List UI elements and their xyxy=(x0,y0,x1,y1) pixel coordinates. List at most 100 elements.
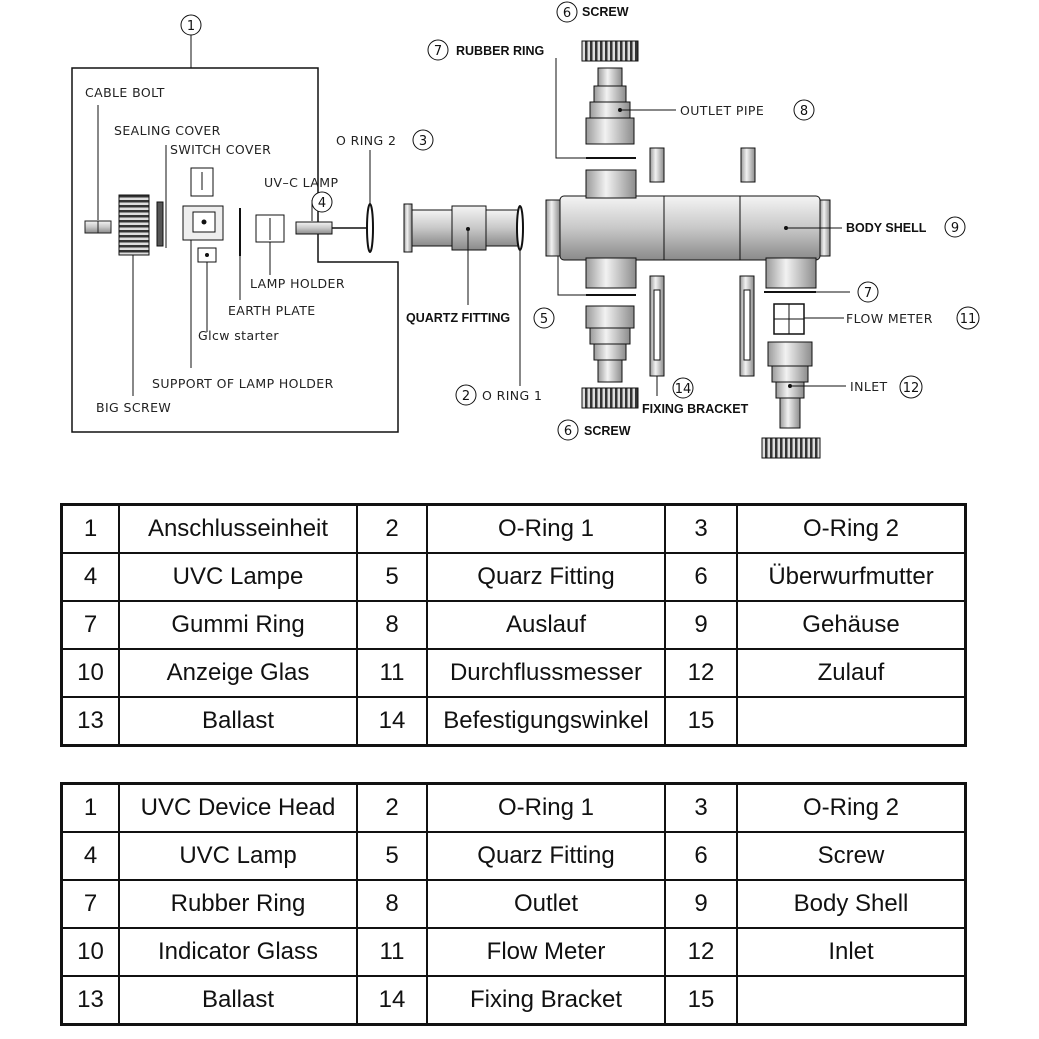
label-o-ring-1: O RING 1 xyxy=(482,388,542,403)
part-number-cell: 8 xyxy=(356,879,428,929)
part-number-cell: 1 xyxy=(60,782,120,833)
part-name-cell: Flow Meter xyxy=(426,927,666,977)
part-number-cell: 7 xyxy=(60,879,120,929)
part-name-cell: Screw xyxy=(736,831,967,881)
part-number-cell: 7 xyxy=(60,600,120,650)
part-number-cell: 13 xyxy=(60,696,120,747)
callout-1: 1 xyxy=(180,14,202,36)
label-fixing-bracket: FIXING BRACKET xyxy=(642,402,749,416)
label-quartz-fitting: QUARTZ FITTING xyxy=(406,311,510,325)
part-name-cell: Auslauf xyxy=(426,600,666,650)
svg-text:3: 3 xyxy=(419,134,427,149)
part-name-cell: Rubber Ring xyxy=(118,879,358,929)
svg-text:4: 4 xyxy=(318,196,326,211)
svg-text:1: 1 xyxy=(187,19,195,34)
callout-5: 5 xyxy=(533,307,555,329)
part-name-cell: Body Shell xyxy=(736,879,967,929)
part-name-cell: Ballast xyxy=(118,975,358,1026)
indicator-glass-part xyxy=(649,147,756,183)
part-number-cell: 4 xyxy=(60,831,120,881)
part-number-cell: 2 xyxy=(356,503,428,554)
part-number-cell: 15 xyxy=(664,975,738,1026)
part-name-cell: Anzeige Glas xyxy=(118,648,358,698)
callout-6-bottom: 6 xyxy=(557,419,579,441)
label-support-lamp-holder: SUPPORT OF LAMP HOLDER xyxy=(152,376,334,391)
part-name-cell: Fixing Bracket xyxy=(426,975,666,1026)
lower-fitting-part xyxy=(581,305,639,409)
part-number-cell: 1 xyxy=(60,503,120,554)
label-cable-bolt: CABLE BOLT xyxy=(85,85,165,100)
part-number-cell: 3 xyxy=(664,503,738,554)
label-outlet-pipe: OUTLET PIPE xyxy=(680,103,764,118)
part-name-cell: Befestigungswinkel xyxy=(426,696,666,747)
body-shell-part xyxy=(545,169,842,289)
outlet-pipe-part xyxy=(585,67,676,145)
label-sealing-cover: SEALING COVER xyxy=(114,123,221,138)
part-name-cell: UVC Device Head xyxy=(118,782,358,833)
rubber-ring-upper xyxy=(555,58,636,159)
svg-text:2: 2 xyxy=(462,389,470,404)
label-big-screw: BIG SCREW xyxy=(96,400,171,415)
label-o-ring-2: O RING 2 xyxy=(336,133,396,148)
device-head-outline xyxy=(71,35,399,433)
part-name-cell: Ballast xyxy=(118,696,358,747)
label-uvc-lamp: UV–C LAMP xyxy=(264,175,338,190)
part-number-cell: 15 xyxy=(664,696,738,747)
svg-text:7: 7 xyxy=(434,44,442,59)
quartz-fitting-part xyxy=(403,203,521,305)
part-name-cell: Überwurfmutter xyxy=(736,552,967,602)
part-name-cell: Durchflussmesser xyxy=(426,648,666,698)
svg-text:12: 12 xyxy=(903,381,920,396)
callout-9: 9 xyxy=(944,216,966,238)
part-name-cell: Anschlusseinheit xyxy=(118,503,358,554)
part-number-cell: 9 xyxy=(664,879,738,929)
flow-meter-part xyxy=(773,303,844,335)
part-number-cell: 4 xyxy=(60,552,120,602)
part-number-cell: 11 xyxy=(356,927,428,977)
callout-2: 2 xyxy=(455,384,477,406)
callout-4: 4 xyxy=(311,191,333,213)
svg-text:5: 5 xyxy=(540,312,548,327)
label-flow-meter: FLOW METER xyxy=(846,311,933,326)
part-name-cell: UVC Lampe xyxy=(118,552,358,602)
part-name-cell: Indicator Glass xyxy=(118,927,358,977)
part-name-cell: O-Ring 1 xyxy=(426,503,666,554)
label-lamp-holder: LAMP HOLDER xyxy=(250,276,345,291)
part-number-cell: 6 xyxy=(664,552,738,602)
lamp-holder-part xyxy=(255,214,285,275)
part-number-cell: 14 xyxy=(356,975,428,1026)
part-number-cell: 5 xyxy=(356,552,428,602)
callout-7-right: 7 xyxy=(857,281,879,303)
label-rubber-ring: RUBBER RING xyxy=(456,44,544,58)
fixing-bracket-part xyxy=(649,275,755,396)
part-name-cell: Gehäuse xyxy=(736,600,967,650)
part-number-cell: 8 xyxy=(356,600,428,650)
o-ring-1-part xyxy=(516,205,524,386)
part-name-cell xyxy=(736,696,967,747)
part-number-cell: 9 xyxy=(664,600,738,650)
switch-cover-part xyxy=(190,167,214,197)
svg-text:7: 7 xyxy=(864,286,872,301)
sealing-cover-part xyxy=(156,145,167,248)
part-name-cell: O-Ring 2 xyxy=(736,503,967,554)
svg-text:11: 11 xyxy=(960,312,977,327)
rubber-ring-lower xyxy=(557,256,850,296)
callout-12: 12 xyxy=(899,375,923,399)
label-earth-plate: EARTH PLATE xyxy=(228,303,316,318)
part-number-cell: 10 xyxy=(60,927,120,977)
label-screw-top: SCREW xyxy=(582,5,629,19)
callout-11: 11 xyxy=(956,306,980,330)
part-number-cell: 2 xyxy=(356,782,428,833)
inlet-part xyxy=(761,341,846,459)
svg-text:8: 8 xyxy=(800,104,808,119)
part-number-cell: 6 xyxy=(664,831,738,881)
